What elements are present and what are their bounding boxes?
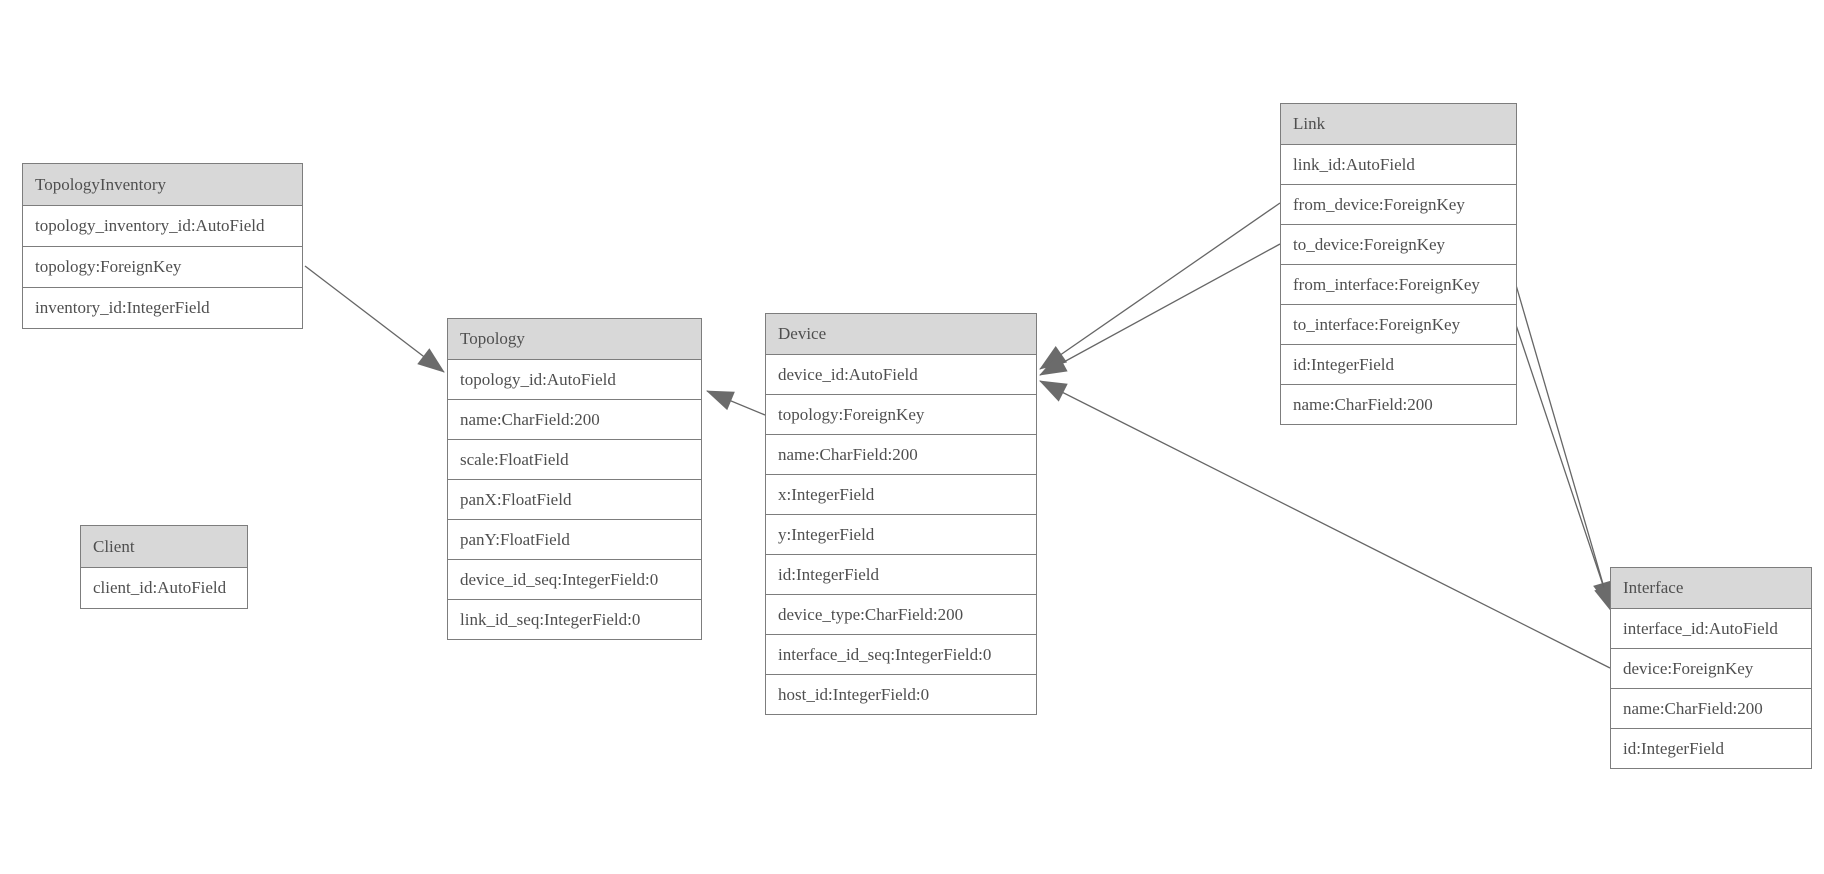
entity-field: topology_inventory_id:AutoField (23, 205, 302, 246)
entity-field: to_interface:ForeignKey (1281, 304, 1516, 344)
entity-title: Client (81, 526, 247, 567)
entity-field: topology:ForeignKey (766, 394, 1036, 434)
entity-field: panY:FloatField (448, 519, 701, 559)
relationship-link-from_interface-to-interface (1515, 284, 1613, 609)
entity-field: device:ForeignKey (1611, 648, 1811, 688)
entity-field: name:CharField:200 (1611, 688, 1811, 728)
entity-field: x:IntegerField (766, 474, 1036, 514)
entity-field: to_device:ForeignKey (1281, 224, 1516, 264)
entity-title: Device (766, 314, 1036, 354)
entity-field: y:IntegerField (766, 514, 1036, 554)
entity-title: TopologyInventory (23, 164, 302, 205)
relationship-interface-device-to-device (1039, 380, 1611, 669)
entity-field: inventory_id:IntegerField (23, 287, 302, 328)
entity-field: device_type:CharField:200 (766, 594, 1036, 634)
entity-field: name:CharField:200 (766, 434, 1036, 474)
entity-title: Link (1281, 104, 1516, 144)
relationship-link-to_interface-to-interface (1515, 324, 1614, 613)
entity-field: scale:FloatField (448, 439, 701, 479)
relationship-topologyinventory-topology-to-topology (304, 265, 445, 373)
entity-field: topology_id:AutoField (448, 359, 701, 399)
entity-field: interface_id_seq:IntegerField:0 (766, 634, 1036, 674)
entity-title: Topology (448, 319, 701, 359)
entity-field: from_device:ForeignKey (1281, 184, 1516, 224)
relationship-link-to_device-to-device (1039, 243, 1281, 376)
entity-title: Interface (1611, 568, 1811, 608)
entity-field: id:IntegerField (766, 554, 1036, 594)
entity-field: name:CharField:200 (1281, 384, 1516, 424)
entity-field: panX:FloatField (448, 479, 701, 519)
entity-field: client_id:AutoField (81, 567, 247, 608)
entity-field: link_id_seq:IntegerField:0 (448, 599, 701, 639)
entity-field: topology:ForeignKey (23, 246, 302, 287)
entity-field: name:CharField:200 (448, 399, 701, 439)
entity-field: from_interface:ForeignKey (1281, 264, 1516, 304)
relationship-link-from_device-to-device (1039, 202, 1281, 370)
entity-field: interface_id:AutoField (1611, 608, 1811, 648)
entity-field: host_id:IntegerField:0 (766, 674, 1036, 714)
entity-field: device_id_seq:IntegerField:0 (448, 559, 701, 599)
relationship-device-topology-to-topology (706, 390, 766, 416)
entity-field: link_id:AutoField (1281, 144, 1516, 184)
entity-field: id:IntegerField (1611, 728, 1811, 768)
entity-field: device_id:AutoField (766, 354, 1036, 394)
entity-field: id:IntegerField (1281, 344, 1516, 384)
